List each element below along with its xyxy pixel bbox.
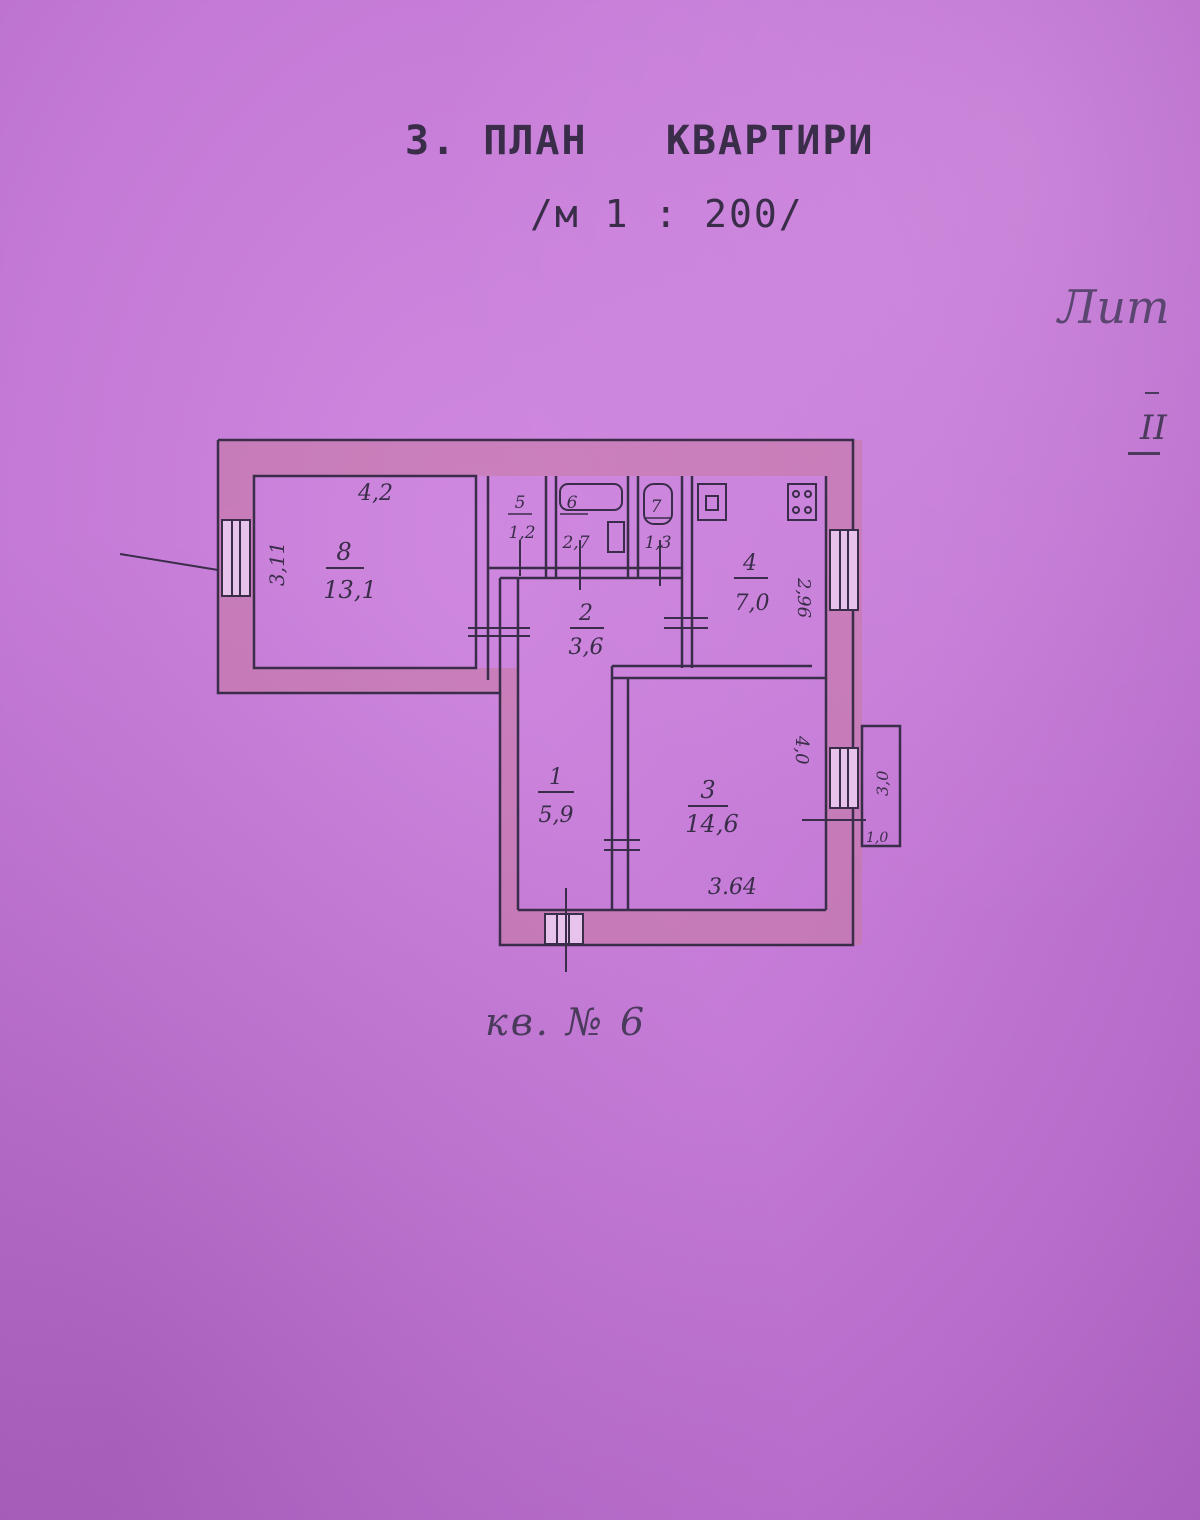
toilet-icon bbox=[643, 483, 673, 525]
room-4-area: 7,0 bbox=[735, 591, 770, 616]
room-3-area: 14,6 bbox=[685, 810, 738, 838]
room-6-area: 2,7 bbox=[561, 533, 589, 553]
fixtures bbox=[559, 483, 817, 553]
leader-line bbox=[119, 553, 219, 571]
apartment-label: кв. № 6 bbox=[485, 1000, 648, 1044]
outer-outline bbox=[216, 438, 855, 947]
wall-lines bbox=[216, 438, 855, 947]
room-8-width: 4,2 bbox=[357, 481, 393, 506]
corner-mark: II bbox=[1140, 408, 1167, 448]
page-title: 3. ПЛАН КВАРТИРИ bbox=[405, 118, 875, 164]
windows bbox=[221, 519, 859, 945]
sink-icon bbox=[607, 521, 625, 553]
corner-mark-underline bbox=[1128, 452, 1160, 455]
window-room-8 bbox=[221, 519, 251, 597]
corner-mark-overline bbox=[1145, 392, 1159, 394]
stove-icon bbox=[787, 483, 817, 521]
room-2-number: 2 bbox=[578, 601, 593, 626]
room-labels: 8 13,1 5 1,2 6 2,7 7 1,3 4 7,0 2 3,6 1 5… bbox=[323, 493, 769, 838]
room-1-number: 1 bbox=[549, 765, 563, 790]
walls bbox=[218, 440, 862, 945]
corner-handwritten-word: Лит bbox=[1058, 280, 1170, 334]
room-4-number: 4 bbox=[742, 551, 757, 576]
window-room-3 bbox=[829, 747, 859, 809]
room-8-number: 8 bbox=[336, 538, 351, 566]
doors bbox=[119, 540, 866, 972]
room-4-depth: 2,96 bbox=[793, 577, 814, 618]
room-2-area: 3,6 bbox=[569, 635, 604, 660]
room-3-width: 3.64 bbox=[708, 875, 757, 900]
room-8-depth: 3,11 bbox=[265, 541, 289, 586]
balcony bbox=[860, 724, 902, 848]
wall-east bbox=[826, 440, 862, 945]
wall-south-room8 bbox=[218, 668, 513, 693]
balcony-depth: 1,0 bbox=[866, 830, 888, 846]
room-1-area: 5,9 bbox=[539, 803, 574, 828]
room-7-area: 1,3 bbox=[644, 533, 671, 553]
room-8-outline bbox=[252, 474, 478, 670]
scale-label: /м 1 : 200/ bbox=[530, 192, 804, 236]
kitchen-sink-icon bbox=[697, 483, 727, 521]
wall-north bbox=[218, 440, 853, 476]
room-8-area: 13,1 bbox=[323, 576, 376, 604]
room-5-number: 5 bbox=[515, 493, 526, 513]
room-7-number: 7 bbox=[651, 497, 662, 517]
room-6-number: 6 bbox=[567, 493, 578, 513]
room-3-number: 3 bbox=[700, 776, 715, 804]
window-room-1 bbox=[544, 913, 584, 945]
room-3-depth: 4,0 bbox=[791, 735, 812, 765]
balcony-length: 3,0 bbox=[873, 771, 892, 796]
window-room-4 bbox=[829, 529, 859, 611]
wall-west-lower bbox=[500, 668, 518, 945]
room-5-area: 1,2 bbox=[508, 523, 535, 543]
dimension-labels: 4,2 3,11 2,96 4,0 3.64 3,0 1,0 bbox=[265, 481, 892, 900]
bathtub-icon bbox=[559, 483, 623, 511]
